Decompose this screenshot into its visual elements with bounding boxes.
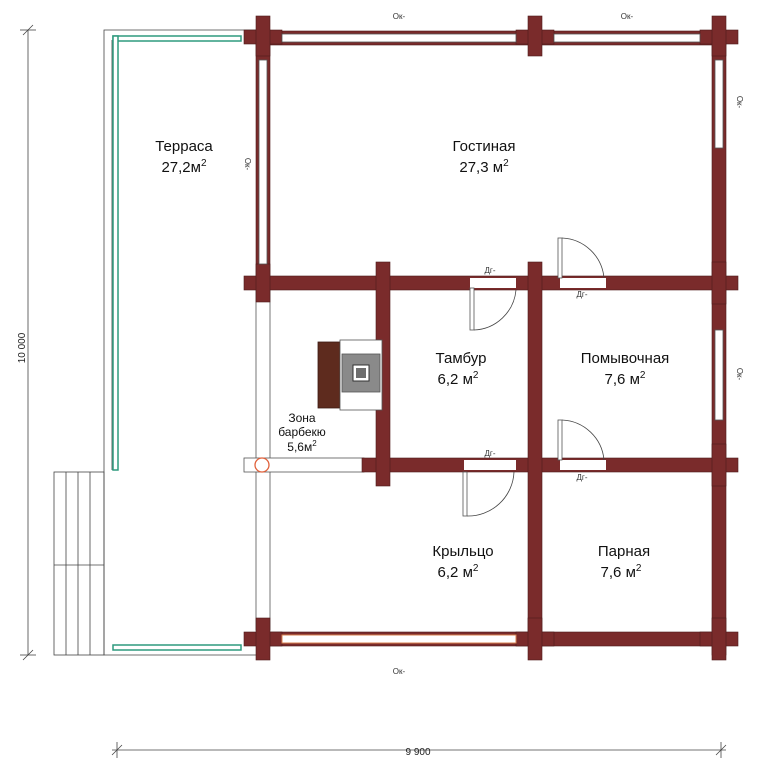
entrance-steps [53, 471, 105, 656]
window-living-right [714, 59, 724, 149]
bbq-name-line1: Зона [288, 411, 316, 425]
window-living-top-right [553, 33, 701, 43]
living-area: 27,3 м2 [459, 158, 509, 176]
terrace-area [103, 29, 260, 656]
porch-area: 6,2 м2 [438, 563, 479, 581]
windows [258, 33, 724, 644]
tambur-name: Тамбур [436, 350, 487, 367]
terrace-railing-bottom [112, 644, 242, 651]
terrace-railing-top [112, 35, 242, 42]
terrace-railing-left [112, 35, 119, 471]
window-tag: Ок- [243, 158, 252, 171]
porch-name: Крыльцо [432, 543, 493, 560]
bbq-stove [317, 339, 383, 411]
door-wash-sauna [557, 419, 605, 461]
window-tag: Ок- [393, 12, 406, 21]
dimension-height: 10 000 [17, 24, 36, 661]
bbq-area: 5,6м2 [287, 439, 317, 454]
door-tag: Дг- [577, 290, 588, 299]
window-wash-right [714, 329, 724, 421]
window-tag: Ок- [621, 12, 634, 21]
width-dimension-label: 9 900 [405, 747, 430, 758]
doors [462, 237, 605, 517]
wash-name: Помывочная [581, 350, 670, 367]
bbq-name-line2: барбекю [278, 425, 326, 439]
timber-walls [243, 15, 739, 661]
door-tag: Дг- [577, 473, 588, 482]
window-living-left [258, 59, 268, 265]
door-tambur [469, 287, 517, 331]
door-tag: Дг- [485, 449, 496, 458]
sauna-name: Парная [598, 543, 650, 560]
wash-area: 7,6 м2 [605, 370, 646, 388]
door-tag: Дг- [485, 266, 496, 275]
door-porch [462, 471, 515, 517]
window-tag: Ок- [735, 368, 744, 381]
window-living-top-left [281, 33, 517, 43]
room-labels: Терраса 27,2м2 Гостиная 27,3 м2 Тамбур 6… [155, 138, 669, 581]
window-tag: Ок- [393, 667, 406, 676]
terrace-name: Терраса [155, 138, 213, 155]
living-name: Гостиная [453, 138, 516, 155]
height-dimension-label: 10 000 [17, 332, 28, 363]
window-tag: Ок- [735, 96, 744, 109]
support-post-icon [254, 457, 270, 473]
terrace-area: 27,2м2 [161, 158, 207, 176]
window-porch-bottom [281, 634, 517, 644]
tambur-area: 6,2 м2 [438, 370, 479, 388]
dimension-width: 9 900 [111, 742, 727, 758]
opening-tags: Ок- Ок- Ок- Ок- Ок- Ок- Дг- Дг- Дг- Дг- [243, 12, 744, 676]
door-living-wash [557, 237, 605, 279]
sauna-area: 7,6 м2 [601, 563, 642, 581]
